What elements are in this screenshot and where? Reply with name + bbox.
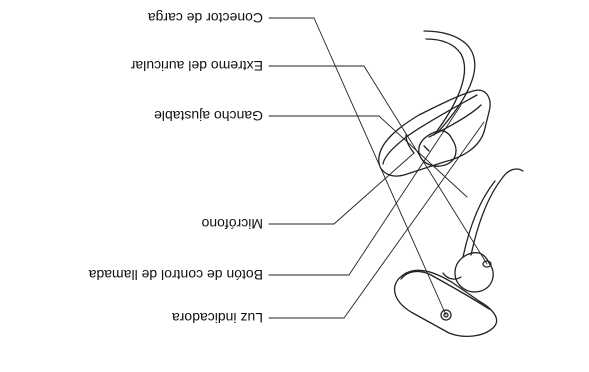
leader-adjustable-hook <box>378 115 468 198</box>
leader-lines <box>268 17 488 319</box>
charge-connector-pin <box>443 312 449 318</box>
leader-charge-connector <box>313 17 447 316</box>
ear-hook-a-inner <box>425 38 466 136</box>
leader-earpiece-tip <box>363 65 488 265</box>
headset-body-a <box>378 89 491 177</box>
earbud-b <box>454 252 494 293</box>
leader-indicator-light <box>343 121 485 319</box>
ear-hook-b-inner <box>462 180 496 258</box>
earbud-b-tip <box>482 260 492 268</box>
label-earpiece-tip: Extremo del auricular <box>130 58 263 74</box>
microphone-slot <box>423 145 430 152</box>
ear-hook-joint <box>442 272 462 280</box>
label-call-control-button: Botón de control de llamada <box>88 267 263 283</box>
charge-connector-port <box>440 309 452 321</box>
leader-call-control <box>348 104 462 276</box>
labels: Conector de carga Extremo del auricular … <box>88 10 263 326</box>
leader-microphone <box>333 152 415 225</box>
label-charge-connector: Conector de carga <box>148 10 263 26</box>
headset-body-b-edge <box>400 270 490 310</box>
headset-body-b <box>393 269 498 338</box>
ear-hook-b <box>470 168 524 256</box>
ear-hook-a <box>423 30 476 132</box>
label-adjustable-hook: Gancho ajustable <box>154 108 263 124</box>
headset-side-view <box>393 168 524 338</box>
headset-bottom-view <box>378 30 491 177</box>
label-indicator-light: Luz indicadora <box>172 310 263 326</box>
label-microphone: Micrófono <box>201 216 263 232</box>
headset-a-tip <box>405 134 415 154</box>
